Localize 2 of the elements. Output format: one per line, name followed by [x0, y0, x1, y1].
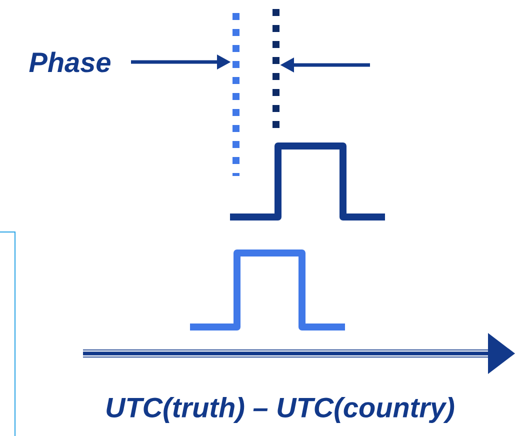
phase-label: Phase: [29, 52, 110, 72]
axis-label: UTC(truth) – UTC(country): [106, 396, 454, 424]
